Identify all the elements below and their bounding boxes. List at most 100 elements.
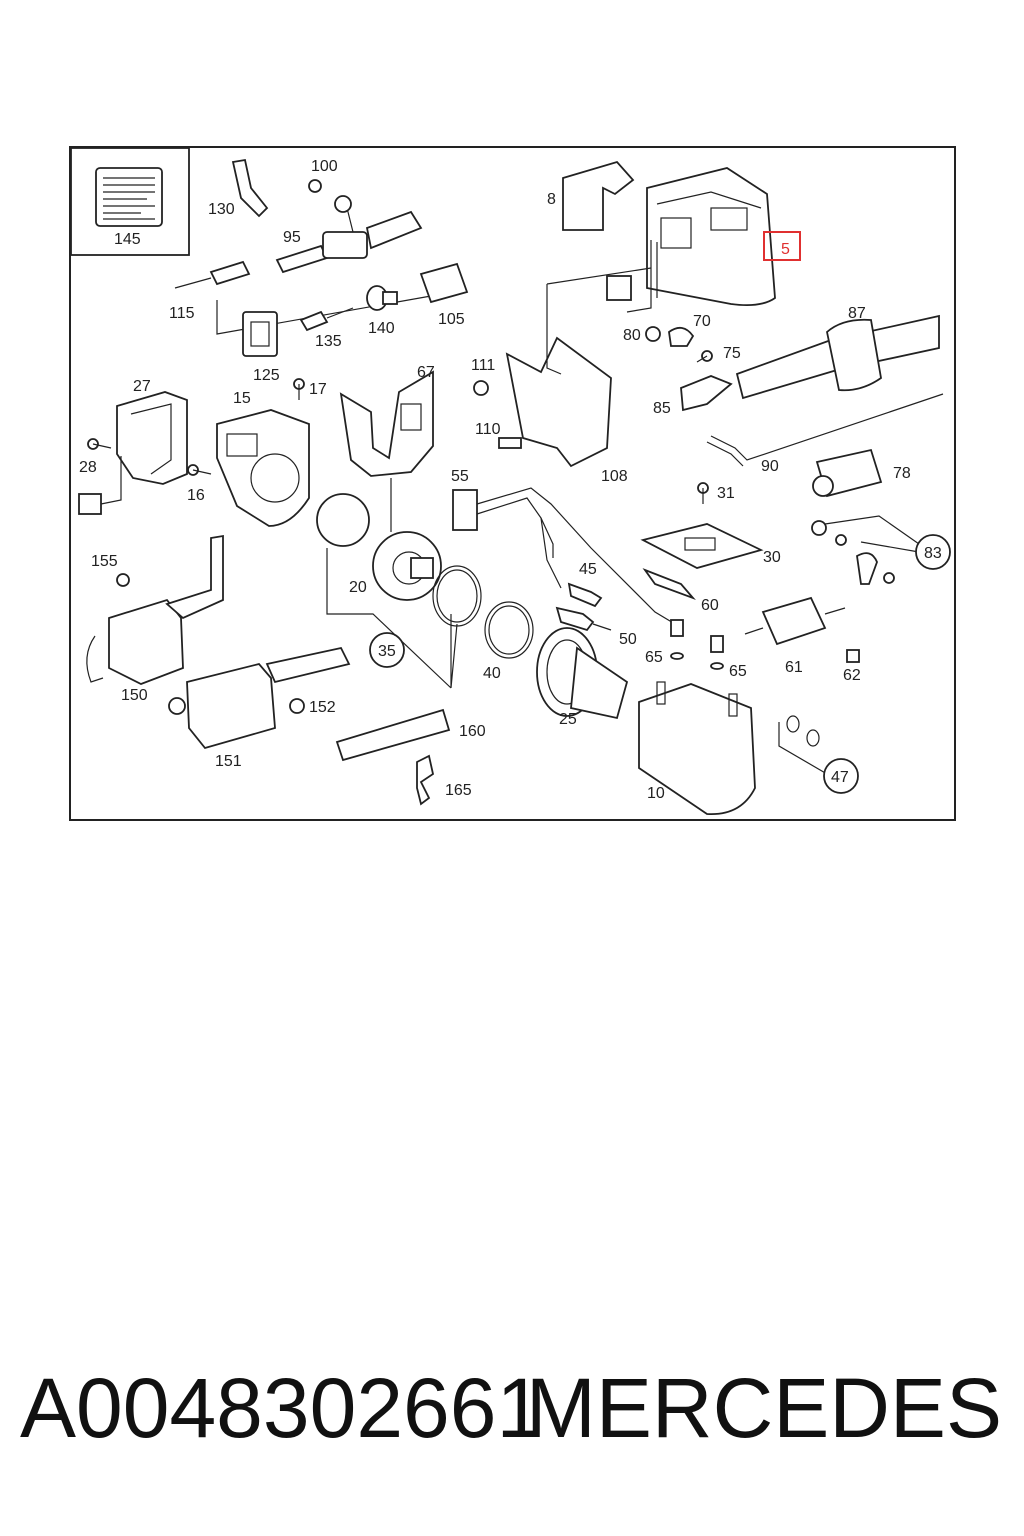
label-100: 100	[311, 158, 338, 175]
harness-plug	[78, 456, 122, 515]
label-31: 31	[717, 485, 735, 502]
label-65b: 65	[729, 663, 747, 680]
label-85: 85	[653, 400, 671, 417]
legend-box: 145	[71, 148, 190, 256]
brand-name: MERCEDES	[525, 1361, 1002, 1455]
label-20: 20	[349, 579, 367, 596]
label-10: 10	[647, 785, 665, 802]
clamp-set-83: 83	[811, 515, 951, 585]
screw-31: 31	[697, 482, 735, 504]
nut-152: 152	[289, 698, 336, 716]
sensor-45: 45	[567, 561, 603, 608]
nut-111: 111	[471, 357, 495, 396]
housing-15: 15	[216, 390, 310, 527]
label-95: 95	[283, 229, 301, 246]
label-152: 152	[309, 699, 336, 716]
callout-line	[326, 548, 458, 689]
hose-160: 160	[335, 708, 486, 762]
label-165: 165	[445, 782, 472, 799]
label-62: 62	[843, 667, 861, 684]
label-160: 160	[459, 723, 486, 740]
bracket-130: 130	[208, 158, 269, 218]
strap-60: 60	[642, 568, 719, 614]
label-15: 15	[233, 390, 251, 407]
label-65a: 65	[645, 649, 663, 666]
plug-125: 125	[242, 311, 280, 384]
label-145: 145	[114, 231, 141, 248]
part-number: A0048302661	[20, 1361, 544, 1455]
pump-61: 61	[744, 596, 846, 676]
label-70: 70	[693, 313, 711, 330]
exploded-parts-diagram: 145 130 100 95 115 125 135 140 10	[69, 146, 956, 821]
label-75: 75	[723, 345, 741, 362]
connector-135: 135	[299, 307, 354, 350]
muffler-150: 150	[86, 534, 224, 704]
label-17: 17	[309, 381, 327, 398]
clamp-85: 85	[653, 375, 733, 417]
label-28: 28	[79, 459, 97, 476]
plate-30: 30	[640, 523, 781, 569]
clip-165: 165	[416, 754, 472, 806]
label-83: 83	[924, 545, 942, 562]
o-rings-47: 47	[778, 715, 859, 794]
muffler-151: 151	[168, 646, 351, 770]
label-135: 135	[315, 333, 342, 350]
document-icon	[95, 167, 163, 227]
callout-line	[546, 267, 652, 375]
screw-28: 28	[79, 438, 112, 476]
label-16: 16	[187, 487, 205, 504]
label-25: 25	[559, 711, 577, 728]
callout-line	[216, 295, 432, 335]
cover-8: 8	[547, 160, 635, 231]
label-47: 47	[831, 769, 849, 786]
highlight-box-5	[763, 231, 801, 261]
shield-67: 67	[339, 364, 435, 477]
muffler-87: 87	[735, 305, 940, 400]
screw-16: 16	[187, 464, 212, 504]
label-125: 125	[253, 367, 280, 384]
label-150: 150	[121, 687, 148, 704]
screw-17: 17	[293, 378, 327, 400]
label-5: 5	[781, 241, 790, 258]
label-108: 108	[601, 468, 628, 485]
plug-62: 62	[843, 649, 861, 684]
label-45: 45	[579, 561, 597, 578]
bolts-65: 65 65	[645, 619, 747, 680]
pipe-90: 90	[706, 393, 944, 475]
seal-40: 40	[483, 601, 534, 682]
callout-35	[369, 632, 405, 668]
label-80: 80	[623, 327, 641, 344]
nut-80: 80	[623, 326, 661, 344]
label-130: 130	[208, 201, 235, 218]
label-60: 60	[701, 597, 719, 614]
diagram-drawing: 145 130 100 95 115 125 135 140 10	[71, 148, 951, 815]
label-110: 110	[475, 421, 501, 438]
label-27: 27	[133, 378, 151, 395]
heat-exchanger-10: 10	[638, 681, 756, 815]
grommet-140: 140	[366, 285, 398, 337]
label-67: 67	[417, 364, 435, 381]
label-40: 40	[483, 665, 501, 682]
clamp-70: 70	[668, 313, 711, 347]
bracket-108: 108	[505, 336, 628, 485]
tailpipe-25: 25	[536, 627, 629, 728]
label-105: 105	[438, 311, 465, 328]
label-61: 61	[785, 659, 803, 676]
gasket-ring	[432, 565, 482, 627]
screw-155: 155	[91, 553, 130, 587]
label-50: 50	[619, 631, 637, 648]
bolt-110: 110	[475, 421, 522, 449]
connector-95: 95	[275, 195, 423, 274]
heater-unit-5	[606, 167, 776, 313]
plug-105: 105	[419, 262, 469, 328]
label-55: 55	[451, 468, 469, 485]
label-151: 151	[215, 753, 242, 770]
screw-75: 75	[696, 345, 741, 363]
disc-20: 20	[316, 478, 442, 601]
label-78: 78	[893, 465, 911, 482]
label-155: 155	[91, 553, 118, 570]
sensor-115: 115	[169, 260, 251, 322]
label-90: 90	[761, 458, 779, 475]
label-140: 140	[368, 320, 395, 337]
label-111: 111	[471, 357, 495, 374]
